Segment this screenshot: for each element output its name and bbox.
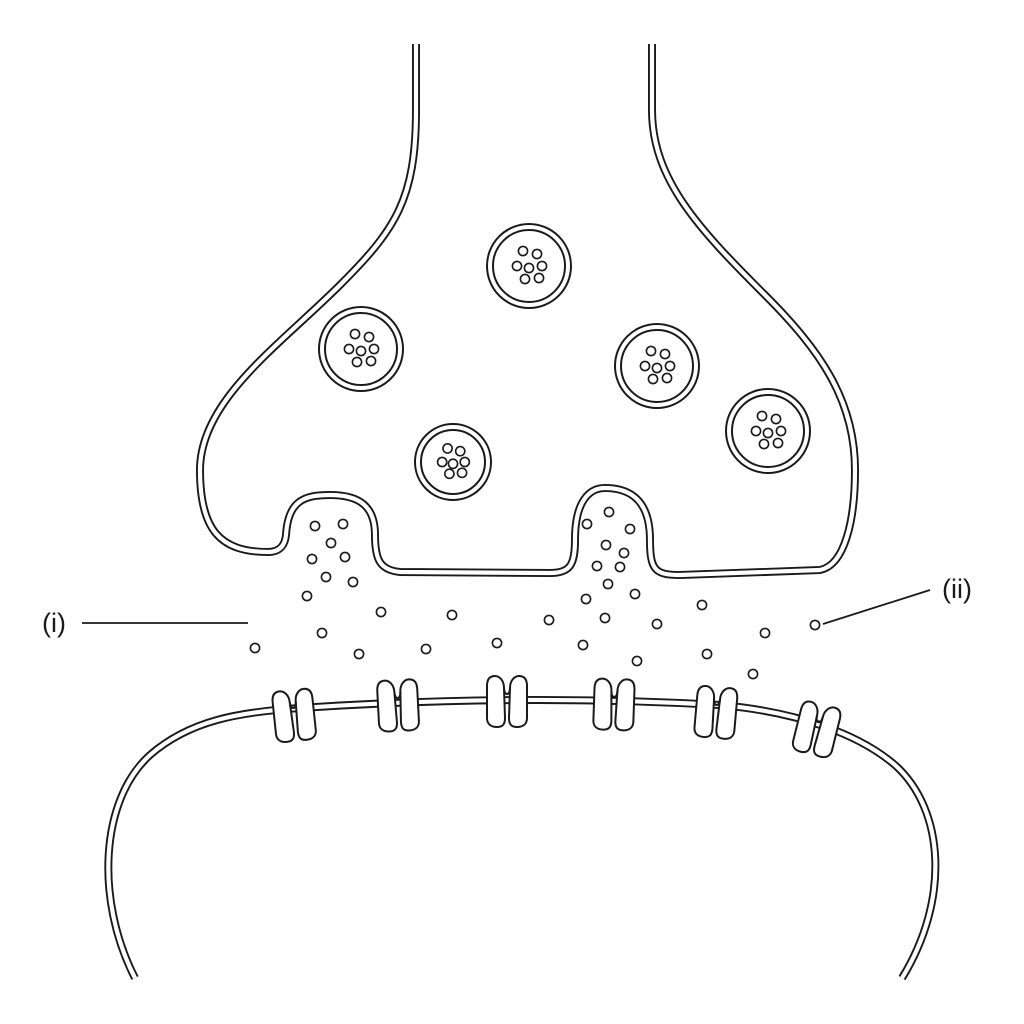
released-neurotransmitter [249, 506, 821, 680]
neurotransmitter-dot [772, 437, 784, 449]
neurotransmitter-dot [363, 331, 375, 343]
neurotransmitter-dot [762, 427, 774, 439]
neurotransmitter-dot [647, 373, 659, 385]
neurotransmitter-dot [809, 619, 821, 631]
neurotransmitter-dot [511, 260, 523, 272]
presynaptic-membrane [196, 44, 859, 579]
label-ii-leader [822, 589, 931, 625]
neurotransmitter-dot [337, 518, 349, 530]
neurotransmitter-dot [580, 593, 592, 605]
receptor [376, 678, 420, 733]
neurotransmitter-dot [664, 360, 676, 372]
neurotransmitter-dot [629, 588, 641, 600]
neurotransmitter-dot [447, 458, 459, 470]
neurotransmitter-dot [339, 551, 351, 563]
neurotransmitter-dot [624, 523, 636, 535]
neurotransmitter-dot [602, 578, 614, 590]
neurotransmitter-dot [639, 360, 651, 372]
vesicle [725, 388, 811, 474]
neurotransmitter-dot [368, 343, 380, 355]
neurotransmitter-dot [454, 445, 466, 457]
neurotransmitter-dot [355, 345, 367, 357]
neurotransmitter-dot [459, 456, 471, 468]
neurotransmitter-dot [750, 425, 762, 437]
neurotransmitter-dot [351, 356, 363, 368]
neurotransmitter-dot [631, 655, 643, 667]
neurotransmitter-dot [696, 599, 708, 611]
vesicle [318, 306, 404, 392]
neurotransmitter-dot [543, 614, 555, 626]
receptor [271, 687, 317, 743]
neurotransmitter-dot [661, 372, 673, 384]
neurotransmitter-dot [491, 637, 503, 649]
presynaptic-terminal [196, 30, 859, 579]
receptor [486, 675, 528, 728]
neurotransmitter-dot [659, 348, 671, 360]
neurotransmitter-dot [651, 362, 663, 374]
receptor [592, 677, 636, 732]
neurotransmitter-dot [320, 571, 332, 583]
neurotransmitter-dot [442, 443, 453, 454]
neurotransmitter-dot [581, 518, 593, 530]
neurotransmitter-dot [600, 539, 612, 551]
receptor-proteins [271, 675, 842, 759]
synaptic-vesicles [318, 223, 811, 501]
label-ii-group: (ii) [822, 574, 972, 625]
presynaptic-membrane-lumen [197, 44, 858, 578]
neurotransmitter-dot [309, 520, 321, 532]
neurotransmitter-dot [519, 273, 531, 285]
neurotransmitter-dot [618, 547, 630, 559]
receptor [693, 685, 739, 740]
neurotransmitter-dot [249, 642, 261, 654]
neurotransmitter-dot [599, 612, 611, 624]
neurotransmitter-dot [533, 272, 545, 284]
neurotransmitter-dot [603, 506, 615, 518]
neurotransmitter-dot [456, 467, 468, 479]
neurotransmitter-dot [747, 668, 759, 680]
receptor [791, 700, 842, 759]
neurotransmitter-dot [577, 639, 589, 651]
neurotransmitter-dot [645, 345, 657, 357]
neurotransmitter-dot [365, 355, 377, 367]
neurotransmitter-dot [316, 627, 328, 639]
top-edge-mask [400, 30, 670, 44]
neurotransmitter-dot [436, 456, 448, 468]
neurotransmitter-dot [614, 561, 626, 573]
neurotransmitter-dot [651, 618, 663, 630]
vesicle [614, 323, 700, 409]
neurotransmitter-dot [517, 245, 529, 257]
neurotransmitter-dot [536, 260, 548, 272]
neurotransmitter-dot [759, 627, 771, 639]
label-ii: (ii) [942, 574, 972, 604]
neurotransmitter-dot [446, 609, 458, 621]
neurotransmitter-dot [353, 648, 365, 660]
neurotransmitter-dot [343, 343, 355, 355]
neurotransmitter-dot [301, 590, 313, 602]
neurotransmitter-dot [775, 425, 787, 437]
label-i-group: (i) [42, 608, 248, 638]
neurotransmitter-dot [531, 248, 543, 260]
vesicle [414, 423, 492, 501]
label-i: (i) [42, 608, 66, 638]
neurotransmitter-dot [770, 413, 782, 425]
neurotransmitter-dot [375, 606, 387, 618]
neurotransmitter-dot [306, 553, 318, 565]
neurotransmitter-dot [591, 560, 603, 572]
neurotransmitter-dot [325, 537, 337, 549]
neurotransmitter-dot [701, 648, 713, 660]
neurotransmitter-dot [349, 328, 361, 340]
neurotransmitter-dot [758, 438, 770, 450]
neurotransmitter-dot [756, 410, 768, 422]
neurotransmitter-dot [420, 643, 432, 655]
neurotransmitter-dot [443, 468, 455, 480]
neurotransmitter-dot [347, 576, 359, 588]
vesicle [486, 223, 572, 309]
neurotransmitter-dot [523, 262, 535, 274]
